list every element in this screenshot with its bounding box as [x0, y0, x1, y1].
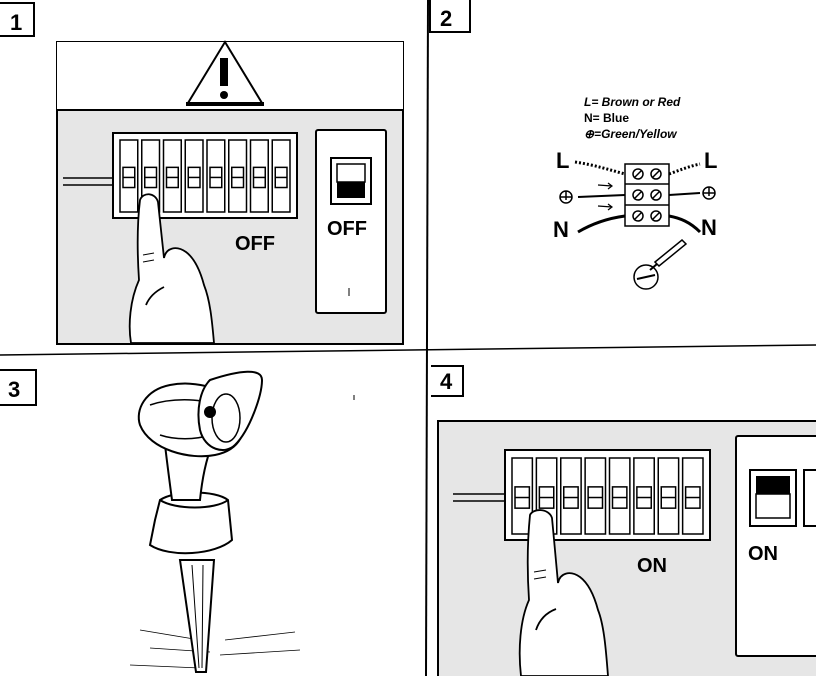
breaker-4-module [608, 457, 631, 535]
terminal-block-diagram [559, 160, 716, 290]
terminal-screw [632, 189, 644, 201]
breaker-1-module [162, 139, 182, 213]
terminal-screw [632, 210, 644, 222]
step-3-number: 3 [8, 377, 20, 402]
hand-pressing-switch-4 [518, 509, 609, 676]
breaker-4-module [511, 457, 534, 535]
legend-live: L= Brown or Red [584, 95, 681, 109]
breaker-4-module [657, 457, 680, 535]
step-2: 2 L= Brown or Red N= Blue ⊕=Green/Yellow [429, 0, 717, 290]
switch-state-label-1: OFF [235, 233, 275, 255]
terminal-screw [650, 168, 662, 180]
step-2-number-box: 2 [429, 0, 471, 33]
breaker-bank-4 [504, 449, 711, 541]
breaker-1-module [249, 139, 269, 213]
step-4-number-box: 4 [431, 365, 464, 397]
breaker-4-module [584, 457, 607, 535]
isolator-switch-4: ON [735, 435, 816, 657]
terminal-label-live-right: L [704, 148, 717, 173]
step-3: 3 [0, 369, 355, 673]
isolator-state-label-1: OFF [327, 218, 367, 240]
step-1-number: 1 [10, 10, 22, 35]
legend-earth: ⊕=Green/Yellow [584, 127, 677, 141]
terminal-screw [650, 210, 662, 222]
breaker-1-module [119, 139, 139, 213]
breaker-4-module [633, 457, 655, 535]
warning-icon [186, 40, 264, 106]
step-4-number: 4 [440, 369, 453, 394]
hand-pressing-switch-1 [128, 193, 215, 344]
terminal-label-live-left: L [556, 148, 569, 173]
isolator-switch-1: OFF [315, 129, 387, 314]
breaker-1-module [206, 139, 226, 213]
garden-spotlight-illustration [129, 370, 301, 673]
legend-neutral: N= Blue [584, 111, 629, 125]
breaker-4-module [560, 457, 582, 535]
switch-state-label-4: ON [637, 555, 667, 577]
step-4: 4 ON ON [431, 365, 816, 676]
terminal-label-neutral-left: N [553, 217, 569, 242]
isolator-state-label-4: ON [748, 543, 778, 565]
breaker-1-module [184, 139, 204, 213]
terminal-screw [632, 168, 644, 180]
step-2-number: 2 [440, 6, 452, 31]
step-1: 1 OFF OFF [0, 2, 404, 345]
terminal-screw [650, 189, 662, 201]
breaker-4-module [681, 457, 704, 535]
step-1-number-box: 1 [0, 2, 35, 37]
breaker-1-module [271, 139, 291, 213]
step-3-number-box: 3 [0, 369, 37, 406]
wire-colour-legend: L= Brown or Red N= Blue ⊕=Green/Yellow [584, 95, 681, 141]
terminal-label-neutral-right: N [701, 215, 717, 240]
breaker-1-module [228, 139, 248, 213]
